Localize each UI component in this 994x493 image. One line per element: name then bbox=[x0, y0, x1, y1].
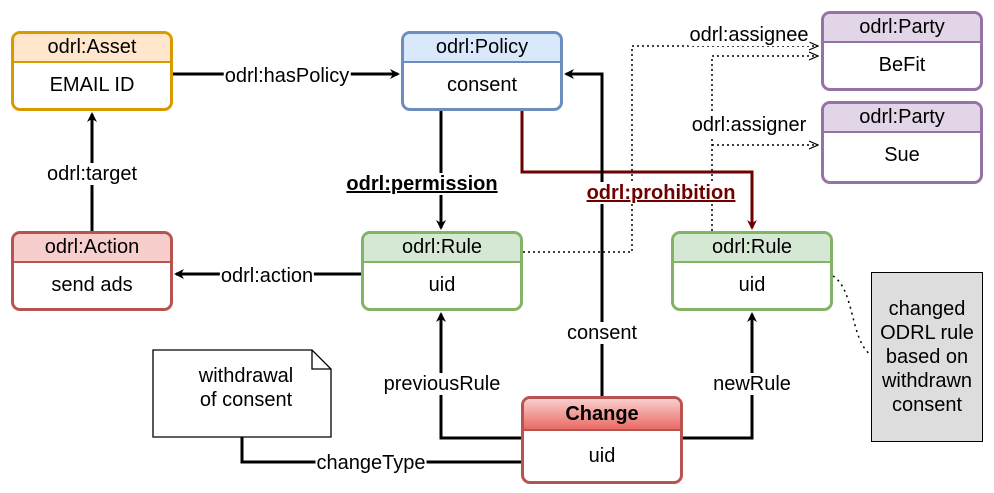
rule-prohibition-header: odrl:Rule bbox=[674, 234, 830, 263]
note-line-1: changed bbox=[888, 298, 966, 320]
rule-permission-node: odrl:Rule uid bbox=[361, 231, 523, 311]
label-permission: odrl:permission bbox=[345, 173, 499, 195]
label-new-rule: newRule bbox=[712, 373, 792, 395]
comment-line-1: withdrawal bbox=[198, 365, 294, 387]
party-assigner-header: odrl:Party bbox=[824, 104, 980, 133]
edge-consent bbox=[564, 69, 604, 396]
label-prohibition: odrl:prohibition bbox=[585, 182, 737, 204]
label-assignee: odrl:assignee bbox=[688, 24, 810, 46]
change-node: Change uid bbox=[521, 396, 683, 484]
comment-fold bbox=[311, 350, 331, 370]
rule-prohibition-body: uid bbox=[738, 274, 766, 296]
label-consent: consent bbox=[565, 322, 639, 344]
policy-node: odrl:Policy consent bbox=[401, 31, 563, 111]
label-assigner: odrl:assigner bbox=[690, 114, 808, 136]
label-action: odrl:action bbox=[219, 265, 315, 287]
note-connector bbox=[832, 275, 872, 356]
note-line-2: ODRL rule bbox=[880, 322, 974, 344]
label-change-type: changeType bbox=[315, 452, 427, 474]
rule-prohibition-node: odrl:Rule uid bbox=[671, 231, 833, 311]
edge-assignee-rule1 bbox=[523, 46, 818, 253]
party-assigner-node: odrl:Party Sue bbox=[821, 101, 983, 184]
edge-new-rule bbox=[683, 312, 757, 440]
party-assignee-body: BeFit bbox=[878, 54, 926, 76]
asset-body: EMAIL ID bbox=[49, 74, 135, 96]
action-node: odrl:Action send ads bbox=[11, 231, 173, 311]
label-has-policy: odrl:hasPolicy bbox=[223, 65, 351, 87]
change-header: Change bbox=[524, 399, 680, 431]
edge-previous-rule bbox=[436, 312, 521, 440]
label-target: odrl:target bbox=[45, 163, 139, 185]
party-assignee-header: odrl:Party bbox=[824, 14, 980, 43]
comment-shape bbox=[152, 349, 332, 438]
party-assigner-body: Sue bbox=[884, 144, 920, 166]
asset-node: odrl:Asset EMAIL ID bbox=[11, 31, 173, 111]
party-assignee-node: odrl:Party BeFit bbox=[821, 11, 983, 91]
edge-change-type bbox=[240, 437, 521, 464]
label-previous-rule: previousRule bbox=[382, 373, 502, 395]
edge-prohibition bbox=[520, 111, 757, 230]
rule-permission-header: odrl:Rule bbox=[364, 234, 520, 263]
comment-text: withdrawal of consent bbox=[166, 364, 326, 424]
edge-assignee-rule2 bbox=[711, 56, 818, 231]
asset-header: odrl:Asset bbox=[14, 34, 170, 63]
rule-permission-body: uid bbox=[428, 274, 456, 296]
policy-header: odrl:Policy bbox=[404, 34, 560, 63]
note-line-4: withdrawn bbox=[881, 370, 973, 392]
policy-body: consent bbox=[446, 74, 518, 96]
action-header: odrl:Action bbox=[14, 234, 170, 263]
change-body: uid bbox=[588, 445, 616, 467]
comment-line-2: of consent bbox=[199, 389, 293, 411]
note-line-5: consent bbox=[891, 394, 963, 416]
action-body: send ads bbox=[51, 274, 133, 296]
annotation-note: changed ODRL rule based on withdrawn con… bbox=[871, 272, 983, 442]
note-line-3: based on bbox=[885, 346, 969, 368]
